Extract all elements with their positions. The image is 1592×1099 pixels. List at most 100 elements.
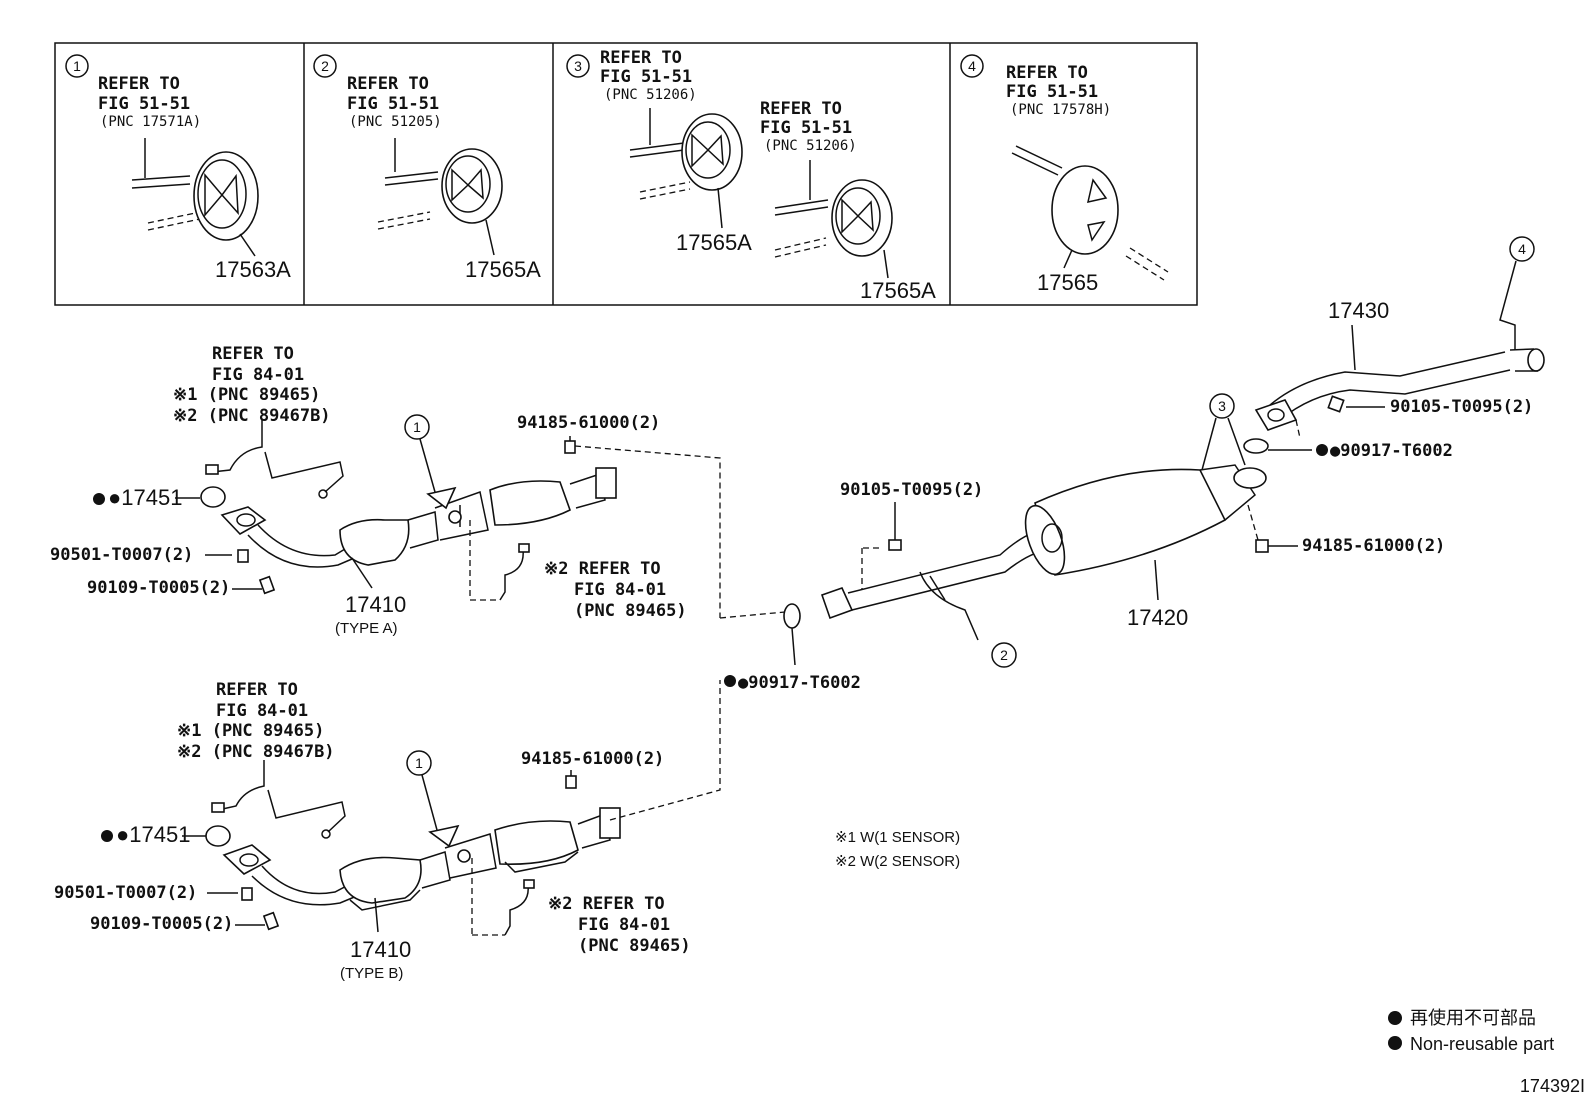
type-a-nut-label: 94185-61000(2): [517, 413, 660, 433]
panel-3-refer: REFER TO: [600, 48, 682, 68]
panel-3-pnc-2: (PNC 51206): [764, 138, 857, 154]
center-pipe-flange: [820, 587, 854, 620]
front-pipe-type-a: REFER TO FIG 84-01 ※1 (PNC 89465) ※2 (PN…: [50, 344, 721, 637]
type-a-pnc1: ※1 (PNC 89465): [173, 385, 320, 405]
note-2: ※2 W(2 SENSOR): [835, 853, 960, 870]
panel-3: 3 REFER TO FIG 51-51 (PNC 51206) 17565A …: [566, 48, 936, 303]
panel-3-fig: FIG 51-51: [600, 67, 692, 87]
type-a-type-label: (TYPE A): [335, 620, 398, 637]
reference-panels: 1 REFER TO FIG 51-51 (PNC 17571A) 17563A…: [54, 42, 1198, 306]
type-b-nut-label: 94185-61000(2): [521, 749, 664, 769]
type-a-callout-1: 1: [413, 419, 421, 435]
type-b-refer: REFER TO: [216, 680, 298, 700]
o2-sensor-wire-a: [211, 420, 263, 473]
note-1: ※1 W(1 SENSOR): [835, 829, 960, 846]
panel-2-number: 2: [321, 58, 329, 74]
panel-4-part: 17565: [1037, 270, 1098, 295]
tail-nut-label: 94185-61000(2): [1302, 536, 1445, 556]
catalytic-converter-b1: [339, 856, 422, 904]
tail-gasket-label: ●90917-T6002: [1330, 441, 1453, 461]
hanger-17565A: [441, 148, 503, 224]
muffler-label: 17420: [1127, 605, 1188, 630]
panel-3-pnc: (PNC 51206): [604, 87, 697, 103]
type-b-sensor-ref: ※2 REFER TO: [548, 894, 665, 914]
o2-sensor-wire-b: [217, 760, 265, 811]
type-a-sensor-ref: ※2 REFER TO: [544, 559, 661, 579]
type-a-pipe-label: 17410: [345, 592, 406, 617]
o2-sensor-rear-b: [504, 885, 529, 936]
flange-a-rear: [595, 467, 617, 499]
panel-4: 4 REFER TO FIG 51-51 (PNC 17578H) 17565: [960, 54, 1169, 295]
center-gasket-label: ●90917-T6002: [738, 673, 861, 693]
o2-sensor-rear-a: [499, 549, 524, 601]
panel-2-part: 17565A: [465, 257, 541, 282]
center-bolt-label: 90105-T0095(2): [840, 480, 983, 500]
gasket-17451-b: [205, 825, 231, 847]
type-a-bolt-label: 90109-T0005(2): [87, 578, 230, 598]
tail-pipe-label: 17430: [1328, 298, 1389, 323]
legend-en: Non-reusable part: [1410, 1034, 1554, 1054]
tail-bolt-label: 90105-T0095(2): [1390, 397, 1533, 417]
type-a-sensor-fig: FIG 84-01: [574, 580, 666, 600]
nut-muffler: [1255, 539, 1269, 553]
type-a-stud-label: 90501-T0007(2): [50, 545, 193, 565]
front-pipe-type-b: REFER TO FIG 84-01 ※1 (PNC 89465) ※2 (PN…: [54, 680, 721, 982]
panel-2-refer: REFER TO: [347, 74, 429, 94]
tail-callout-4: 4: [1518, 241, 1526, 257]
panel-4-refer: REFER TO: [1006, 63, 1088, 83]
type-a-refer: REFER TO: [212, 344, 294, 364]
panel-2-pnc: (PNC 51205): [349, 114, 442, 130]
type-b-type-label: (TYPE B): [340, 965, 403, 982]
tail-pipe-assembly: 17430 4 90105-T0095(2) ●90917-T6002: [1243, 236, 1545, 461]
legend-jp: 再使用不可部品: [1410, 1008, 1536, 1028]
panel-3-refer-2: REFER TO: [760, 99, 842, 119]
gasket-90917-tail: [1243, 438, 1269, 454]
type-b-pnc1: ※1 (PNC 89465): [177, 721, 324, 741]
type-b-sensor-fig: FIG 84-01: [578, 915, 670, 935]
panel-3-part-2: 17565A: [860, 278, 936, 303]
flange-b-rear: [599, 807, 621, 839]
diagram-id: 174392I: [1520, 1076, 1585, 1096]
tail-pipe-outlet: [1527, 348, 1545, 372]
panel-3-fig-2: FIG 51-51: [760, 118, 852, 138]
type-a-fig: FIG 84-01: [212, 365, 304, 385]
catalytic-converter-a1: [339, 518, 410, 566]
type-b-pnc2: ※2 (PNC 89467B): [177, 742, 335, 762]
hanger-17565A-front: [681, 113, 743, 191]
tail-pipe-flange: [1254, 399, 1298, 431]
panel-1-number: 1: [73, 58, 81, 74]
flange-a: [220, 506, 267, 536]
nut-b: [565, 775, 577, 789]
center-callout-3: 3: [1218, 398, 1226, 414]
panel-4-number: 4: [968, 58, 976, 74]
panel-2-fig: FIG 51-51: [347, 94, 439, 114]
hanger-17565: [1051, 165, 1119, 255]
panel-2: 2 REFER TO FIG 51-51 (PNC 51205) 17565A: [313, 54, 541, 282]
panel-4-pnc: (PNC 17578H): [1010, 102, 1111, 118]
panels-frame: [54, 42, 1198, 306]
hanger-17565A-rear: [831, 179, 893, 257]
panel-4-fig: FIG 51-51: [1006, 82, 1098, 102]
gasket-17451-a: [200, 486, 226, 508]
type-a-sensor-pnc: (PNC 89465): [574, 601, 687, 621]
center-callout-2: 2: [1000, 647, 1008, 663]
type-a-gasket-label: ●17451: [108, 485, 182, 510]
nut-a: [564, 440, 576, 454]
type-b-pipe-label: 17410: [350, 937, 411, 962]
catalytic-converter-a2: [489, 480, 571, 526]
notes: ※1 W(1 SENSOR) ※2 W(2 SENSOR): [835, 829, 960, 870]
type-b-stud-label: 90501-T0007(2): [54, 883, 197, 903]
type-a-pnc2: ※2 (PNC 89467B): [173, 406, 331, 426]
panel-1-pnc: (PNC 17571A): [100, 114, 201, 130]
panel-1-part: 17563A: [215, 257, 291, 282]
tail-bolt: [1327, 395, 1345, 413]
panel-1-refer: REFER TO: [98, 74, 180, 94]
center-muffler-assembly: ●90917-T6002 90105-T0095(2) 17420 2 3 94…: [719, 393, 1445, 693]
panel-1: 1 REFER TO FIG 51-51 (PNC 17571A) 17563A: [65, 54, 291, 282]
type-b-sensor-pnc: (PNC 89465): [578, 936, 691, 956]
panel-3-number: 3: [574, 58, 582, 74]
flange-b: [222, 844, 272, 875]
panel-3-part: 17565A: [676, 230, 752, 255]
type-b-fig: FIG 84-01: [216, 701, 308, 721]
